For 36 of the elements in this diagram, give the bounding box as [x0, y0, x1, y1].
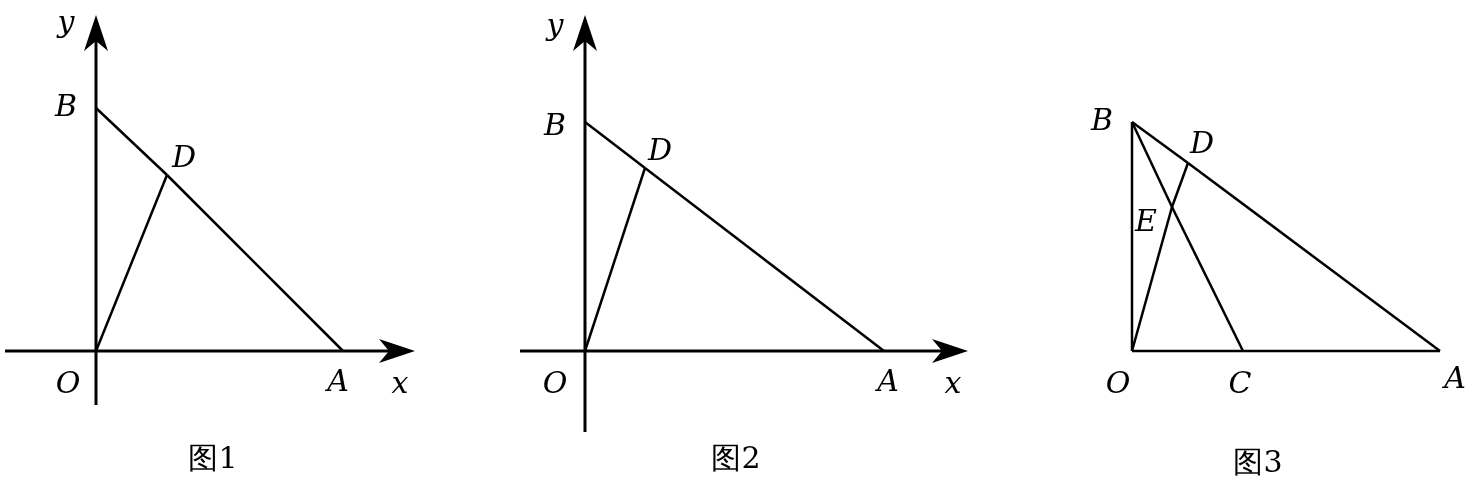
axis-label: x: [391, 368, 409, 398]
figure-caption: 图2: [711, 443, 761, 473]
point-label: C: [1228, 368, 1252, 398]
point-label: E: [1135, 206, 1157, 236]
point-label: A: [877, 366, 899, 396]
point-label: O: [55, 368, 81, 398]
point-label: O: [542, 368, 568, 398]
point-label: B: [55, 91, 77, 121]
line-segment: [1130, 121, 1174, 208]
line-segment: [644, 167, 885, 352]
axis-label: y: [546, 10, 564, 40]
point-label: D: [171, 142, 197, 172]
point-label: B: [544, 110, 566, 140]
axis-label: x: [944, 368, 962, 398]
figure-caption: 图3: [1233, 447, 1283, 477]
line-segment: [1132, 349, 1243, 353]
line-segment: [94, 174, 169, 352]
line-segment: [1170, 206, 1245, 352]
line-segment: [1243, 349, 1440, 353]
point-label: D: [1189, 128, 1215, 158]
point-label: A: [1444, 363, 1466, 393]
line-segment: [1130, 206, 1174, 352]
line-segment: [1130, 122, 1134, 351]
point-label: D: [647, 135, 673, 165]
line-segment: [584, 121, 646, 169]
line-segment: [166, 174, 344, 352]
point-label: A: [327, 366, 349, 396]
line-segment: [1187, 162, 1441, 352]
line-segment: [1170, 162, 1190, 208]
line-segment: [583, 167, 647, 352]
line-segment: [1131, 121, 1189, 164]
axis-label: y: [57, 7, 75, 37]
point-label: B: [1091, 105, 1113, 135]
line-segment: [95, 107, 168, 176]
point-label: O: [1105, 368, 1131, 398]
figure-caption: 图1: [188, 443, 238, 473]
